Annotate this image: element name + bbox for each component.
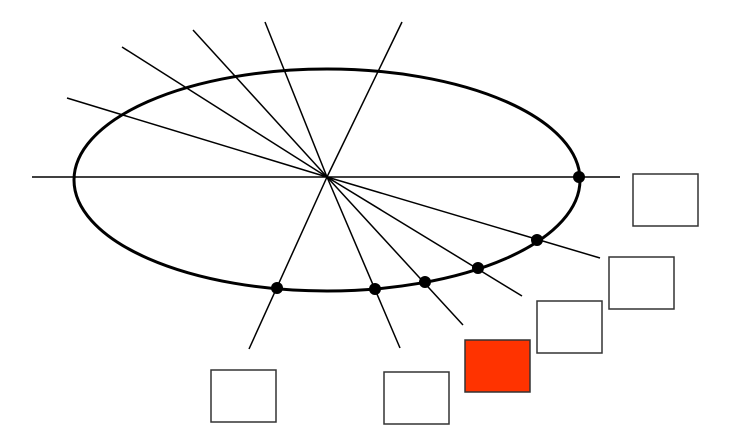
ray-line (66, 97, 328, 178)
ray-line (326, 176, 464, 326)
ray-line (248, 176, 328, 350)
ray-line (326, 176, 401, 349)
ray-line (264, 21, 328, 178)
ray-line (192, 29, 328, 178)
label-box (632, 173, 699, 227)
ray-line (326, 176, 523, 297)
ray-line (121, 46, 328, 178)
ellipse-point (472, 262, 484, 274)
ellipse (72, 67, 582, 293)
label-box-highlighted (464, 339, 531, 393)
label-box (383, 371, 450, 425)
ellipse-point (271, 282, 283, 294)
label-box (210, 369, 277, 423)
ellipse-point (369, 283, 381, 295)
ray-line (326, 21, 403, 178)
ellipse-point (531, 234, 543, 246)
ellipse-point (573, 171, 585, 183)
ray-line (326, 176, 601, 259)
label-box (536, 300, 603, 354)
label-box (608, 256, 675, 310)
ellipse-point (419, 276, 431, 288)
